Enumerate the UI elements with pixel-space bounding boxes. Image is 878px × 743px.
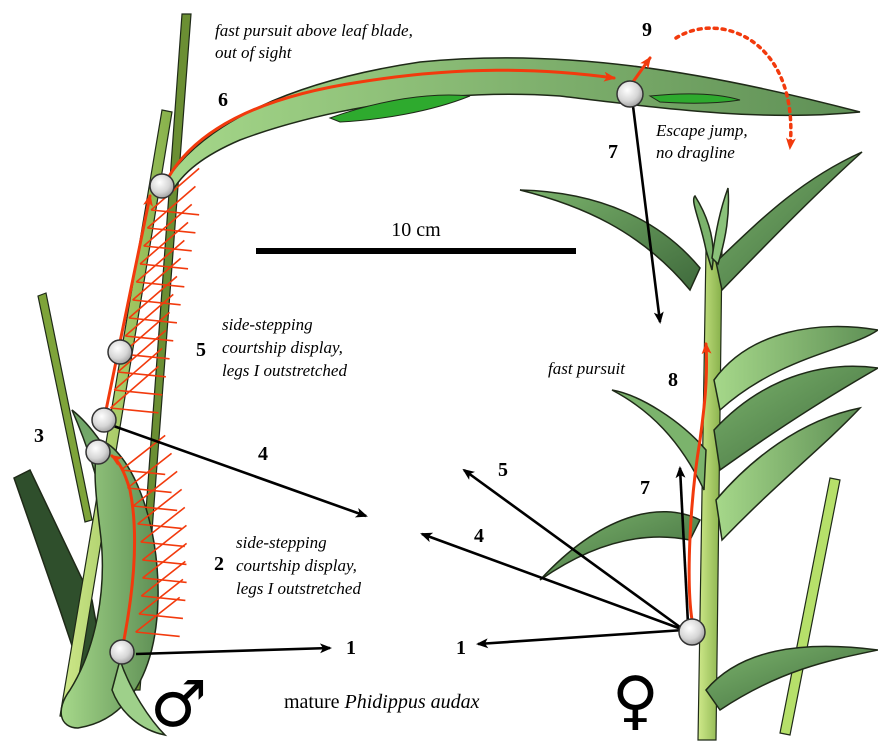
male-position-3 [86,440,110,464]
female-position-start [679,619,705,645]
caption-prefix: mature [284,691,345,713]
courtship-leg-mark [121,435,165,470]
note-courtship-upper: side-stepping courtship display, legs I … [222,315,347,380]
arching-leaf [160,58,860,195]
female-position-escape [617,81,643,107]
label-step-9: 9 [642,19,652,41]
male-position-4 [92,408,116,432]
male-arrow-1 [136,648,330,654]
label-female-1: 1 [456,637,466,659]
female-arrow-4 [422,534,684,630]
label-female-5: 5 [498,459,508,481]
female-leaf-mid-left [612,390,706,490]
arching-leaf-blade [160,58,860,195]
note-above-leaf: fast pursuit above leaf blade, out of si… [215,21,417,62]
label-step-3: 3 [34,425,44,447]
scale-bar: 10 cm [256,219,576,254]
label-female-7-upper: 7 [608,141,618,163]
female-arrow-1 [478,630,684,644]
female-leaf-lower-left [540,512,700,580]
caption: mature Phidippus audax [284,691,480,713]
label-step-8: 8 [668,369,678,391]
male-stem-thin [38,293,92,522]
note-escape: Escape jump, no dragline [655,121,752,162]
label-male-1: 1 [346,637,356,659]
label-step-5: 5 [196,339,206,361]
female-symbol: ♀ [612,664,659,738]
scale-bar-line [256,248,576,254]
female-leaf-upper-mid [694,196,714,270]
note-fast-pursuit: fast pursuit [548,359,626,378]
male-position-6 [150,174,174,198]
note-courtship-lower: side-stepping courtship display, legs I … [236,533,361,598]
female-leaf-upper-left [520,190,700,290]
label-step-2: 2 [214,553,224,575]
label-step-6: 6 [218,89,228,111]
male-position-5 [108,340,132,364]
female-stem-right [780,478,840,735]
label-female-7-lower: 7 [640,477,650,499]
female-arrow-5 [464,470,684,630]
label-male-4: 4 [258,443,268,465]
caption-species: Phidippus audax [344,691,480,713]
label-female-4: 4 [474,525,484,547]
female-arrow-7-short [680,468,688,624]
female-stem-main [698,248,722,740]
scale-bar-label: 10 cm [391,219,441,241]
female-leaf-upper-right [716,152,862,290]
male-position-1 [110,640,134,664]
male-symbol: ♂ [150,668,207,742]
male-plant [14,14,191,735]
